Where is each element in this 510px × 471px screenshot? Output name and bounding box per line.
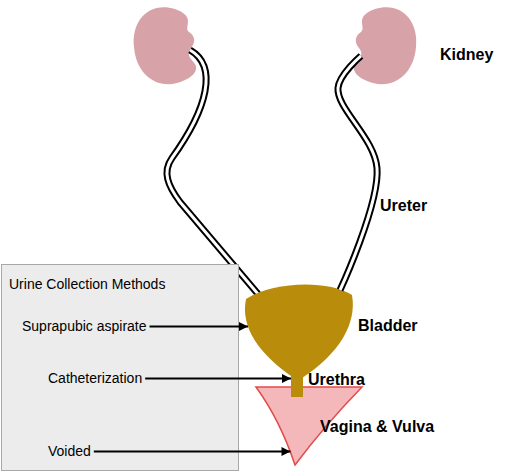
organ-label: Kidney — [440, 45, 493, 64]
kidney-shape — [345, 5, 417, 87]
organ-label: Urethra — [308, 370, 365, 389]
method-item: Voided — [48, 443, 94, 460]
left-kidney — [134, 7, 196, 84]
kidney-shape — [134, 7, 196, 84]
method-item: Suprapubic aspirate — [22, 318, 150, 335]
bladder-shape: Bladder — [240, 283, 355, 378]
method-label: Voided — [48, 443, 91, 460]
left-ureter-lumen — [167, 50, 258, 294]
method-item: Catheterization — [48, 370, 145, 387]
ureter-tube — [338, 56, 377, 290]
vulva-shape: Vagina & Vulva — [255, 385, 363, 467]
kidney-shape: Kidney — [345, 5, 417, 87]
organ-label: Bladder — [358, 316, 418, 335]
urethra-shape: Urethra — [291, 370, 303, 397]
method-label: Suprapubic aspirate — [22, 318, 147, 335]
method-label: Catheterization — [48, 370, 142, 387]
organ-label: Ureter — [380, 196, 427, 215]
bladder-shape — [240, 283, 355, 378]
left-ureter-outline — [167, 50, 258, 294]
kidney-shape-outline — [354, 7, 416, 84]
methods-panel: Urine Collection MethodsSuprapubic aspir… — [1, 264, 239, 471]
panel-title: Urine Collection Methods — [9, 276, 165, 293]
organ-label: Vagina & Vulva — [320, 417, 434, 436]
ureter-lumen — [338, 56, 377, 290]
ureter-outline — [338, 56, 377, 290]
bladder-shape-outline — [245, 285, 353, 378]
